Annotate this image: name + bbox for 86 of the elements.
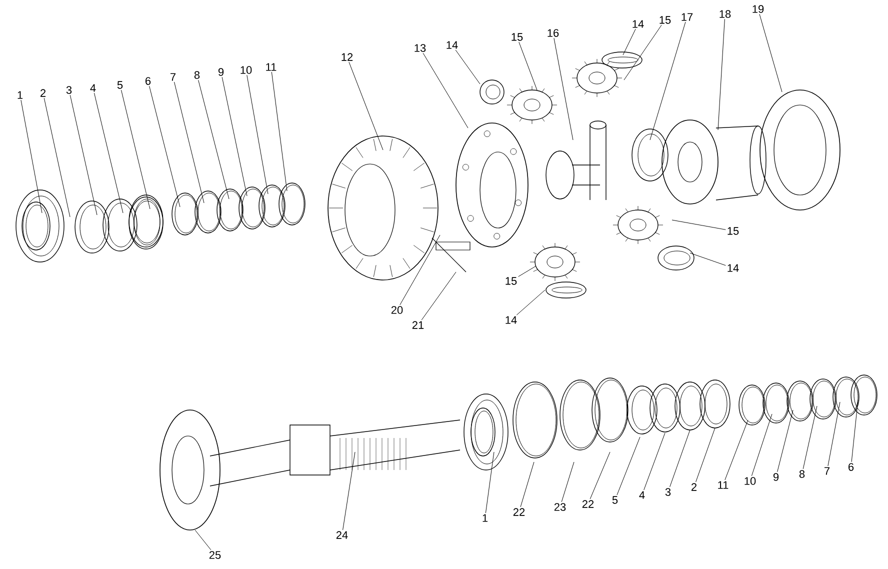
leader-line — [724, 420, 748, 480]
callout-number: 11 — [266, 63, 276, 71]
callout-number: 2 — [40, 89, 46, 97]
leader-line — [342, 452, 356, 530]
leader-line — [828, 402, 840, 466]
callout-number: 15 — [728, 227, 739, 235]
leader-line — [802, 406, 818, 470]
callout-number: 15 — [506, 277, 517, 285]
leader-line — [696, 428, 716, 482]
leader-line — [751, 414, 772, 476]
callout-number: 16 — [548, 29, 559, 37]
callout-number: 14 — [728, 264, 739, 272]
callout-number: 6 — [146, 77, 151, 85]
leader-line — [518, 42, 538, 90]
leader-line — [554, 38, 574, 140]
leader-line — [198, 80, 230, 200]
leader-line — [622, 28, 636, 56]
leader-line — [624, 24, 662, 80]
callout-number: 8 — [194, 71, 200, 79]
callout-number: 9 — [773, 473, 779, 481]
leader-line — [174, 82, 204, 204]
callout-number: 8 — [799, 470, 805, 478]
callout-number: 22 — [513, 508, 525, 516]
callout-number: 6 — [848, 463, 854, 471]
callout-number: 5 — [612, 496, 618, 504]
leader-line — [777, 410, 794, 472]
callout-number: 7 — [824, 467, 830, 475]
callout-number: 25 — [209, 551, 221, 559]
leader-line — [120, 90, 150, 210]
callout-number: 17 — [682, 13, 693, 21]
callout-number: 24 — [336, 531, 348, 539]
callout-number: 3 — [665, 488, 671, 496]
callout-number: 3 — [66, 86, 72, 94]
callout-number: 18 — [720, 10, 731, 18]
leader-line — [670, 430, 690, 488]
leader-line — [518, 266, 536, 277]
leader-line — [759, 14, 782, 92]
callout-number: 5 — [117, 81, 123, 89]
callout-number: 13 — [414, 44, 426, 52]
callout-number: 10 — [240, 66, 252, 74]
leader-line — [222, 76, 248, 196]
callout-number: 14 — [506, 316, 517, 324]
leader-line — [561, 462, 574, 502]
leader-line — [422, 52, 468, 128]
leader-line — [616, 436, 640, 496]
callout-number: 22 — [582, 500, 594, 508]
leader-line — [149, 86, 180, 208]
leader-line — [271, 72, 288, 192]
leader-line — [20, 100, 42, 214]
callout-number: 1 — [482, 514, 488, 522]
callout-number: 4 — [90, 84, 96, 92]
callout-number: 7 — [170, 73, 176, 81]
callout-number: 14 — [632, 20, 644, 28]
leader-line — [516, 290, 546, 316]
leader-line — [690, 252, 726, 266]
callout-number: 14 — [446, 41, 458, 49]
leader-line — [718, 18, 725, 130]
callout-number: 9 — [218, 68, 224, 76]
callout-number: 20 — [391, 306, 403, 314]
leader-line — [485, 452, 494, 514]
callout-number: 2 — [692, 483, 697, 491]
callout-number: 19 — [752, 5, 764, 13]
leader-line — [70, 94, 98, 216]
leader-line — [520, 462, 534, 508]
leader-line — [644, 432, 666, 490]
callout-number: 1 — [18, 91, 23, 99]
callout-number: 4 — [639, 491, 645, 499]
callout-number: 21 — [412, 321, 424, 329]
leader-line — [400, 234, 440, 306]
leader-line — [194, 530, 212, 550]
leader-line — [44, 98, 70, 218]
callout-number: 10 — [744, 477, 756, 485]
callout-number: 15 — [512, 33, 523, 41]
leader-line — [672, 220, 726, 230]
leader-line — [851, 400, 858, 462]
callout-number: 11 — [718, 481, 728, 489]
leader-line — [94, 92, 124, 214]
callout-number: 23 — [554, 503, 566, 511]
leader-line — [348, 62, 384, 150]
leader-line — [455, 50, 480, 84]
callout-number: 12 — [342, 53, 353, 61]
leader-line — [421, 272, 456, 320]
leader-line — [246, 74, 268, 194]
callout-number: 15 — [660, 16, 671, 24]
leader-line — [650, 22, 686, 140]
leader-line — [590, 452, 610, 500]
